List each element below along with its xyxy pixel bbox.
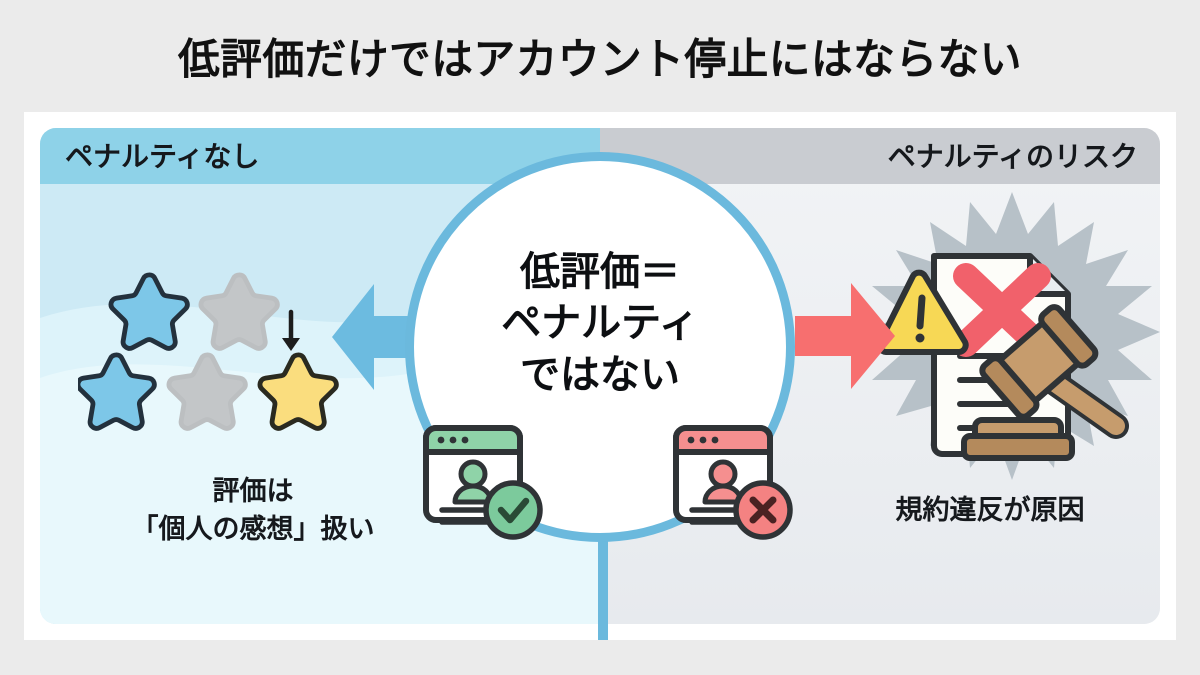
center-line-3: ではない bbox=[519, 352, 680, 397]
star-3 bbox=[78, 355, 154, 429]
approved-account-card-icon bbox=[418, 418, 546, 547]
center-line-1: 低評価＝ bbox=[519, 250, 680, 295]
center-line-2: ペナルティ bbox=[501, 301, 699, 346]
star-4 bbox=[169, 355, 245, 429]
gavel-icon bbox=[961, 304, 1129, 461]
gavel-block-icon bbox=[961, 417, 1075, 461]
left-pointing-arrow bbox=[330, 282, 432, 397]
suspended-account-card-icon bbox=[668, 418, 796, 547]
left-caption-line-1: 評価は bbox=[212, 476, 294, 506]
center-statement-text: 低評価＝ ペナルティ ではない bbox=[501, 247, 699, 401]
page-header: 低評価だけではアカウント停止にはならない bbox=[0, 0, 1200, 112]
star-1 bbox=[111, 275, 187, 349]
left-panel-title: ペナルティなし bbox=[65, 141, 260, 172]
center-divider-line bbox=[598, 470, 608, 640]
star-2 bbox=[201, 275, 277, 349]
center-statement-circle: 低評価＝ ペナルティ ではない bbox=[405, 152, 795, 542]
right-panel-title: ペナルティのリスク bbox=[887, 141, 1138, 172]
penalty-risk-illustration bbox=[862, 188, 1162, 493]
left-panel-caption: 評価は 「個人の感想」扱い bbox=[88, 472, 418, 549]
page-title: 低評価だけではアカウント停止にはならない bbox=[178, 36, 1022, 84]
right-panel-caption: 規約違反が原因 bbox=[895, 495, 1085, 525]
left-caption-line-2: 「個人の感想」扱い bbox=[131, 514, 375, 545]
down-arrow-icon bbox=[282, 309, 300, 351]
red-cross-icon bbox=[953, 263, 1051, 357]
star-rating-illustration bbox=[78, 272, 358, 442]
right-panel-header-band bbox=[600, 128, 1160, 184]
star-5 bbox=[260, 355, 336, 429]
right-pointing-arrow bbox=[795, 280, 897, 397]
